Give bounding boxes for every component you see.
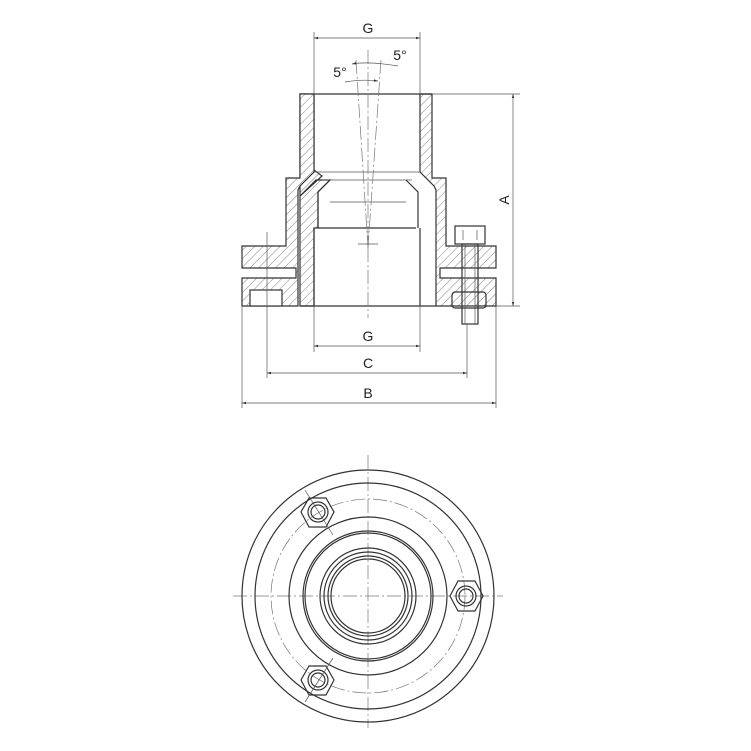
section-view: [241, 50, 497, 325]
dim-c: C: [363, 355, 373, 371]
left-body-section: [241, 93, 315, 307]
dimensions: G 5° 5° G C B A: [241, 20, 520, 408]
right-body-section: [419, 93, 497, 307]
hex-nut: [449, 580, 484, 612]
bolt: [451, 225, 487, 325]
plan-view: [233, 455, 503, 728]
dim-b: B: [363, 385, 372, 401]
hex-nut: [300, 489, 335, 536]
angle-left-label: 5°: [333, 64, 346, 80]
flange-slot: [249, 289, 283, 307]
dim-a: A: [496, 195, 512, 205]
dim-g-top: G: [363, 20, 374, 36]
hex-nut: [300, 657, 335, 703]
dim-g-bottom: G: [363, 328, 374, 344]
angle-right-label: 5°: [393, 47, 406, 63]
